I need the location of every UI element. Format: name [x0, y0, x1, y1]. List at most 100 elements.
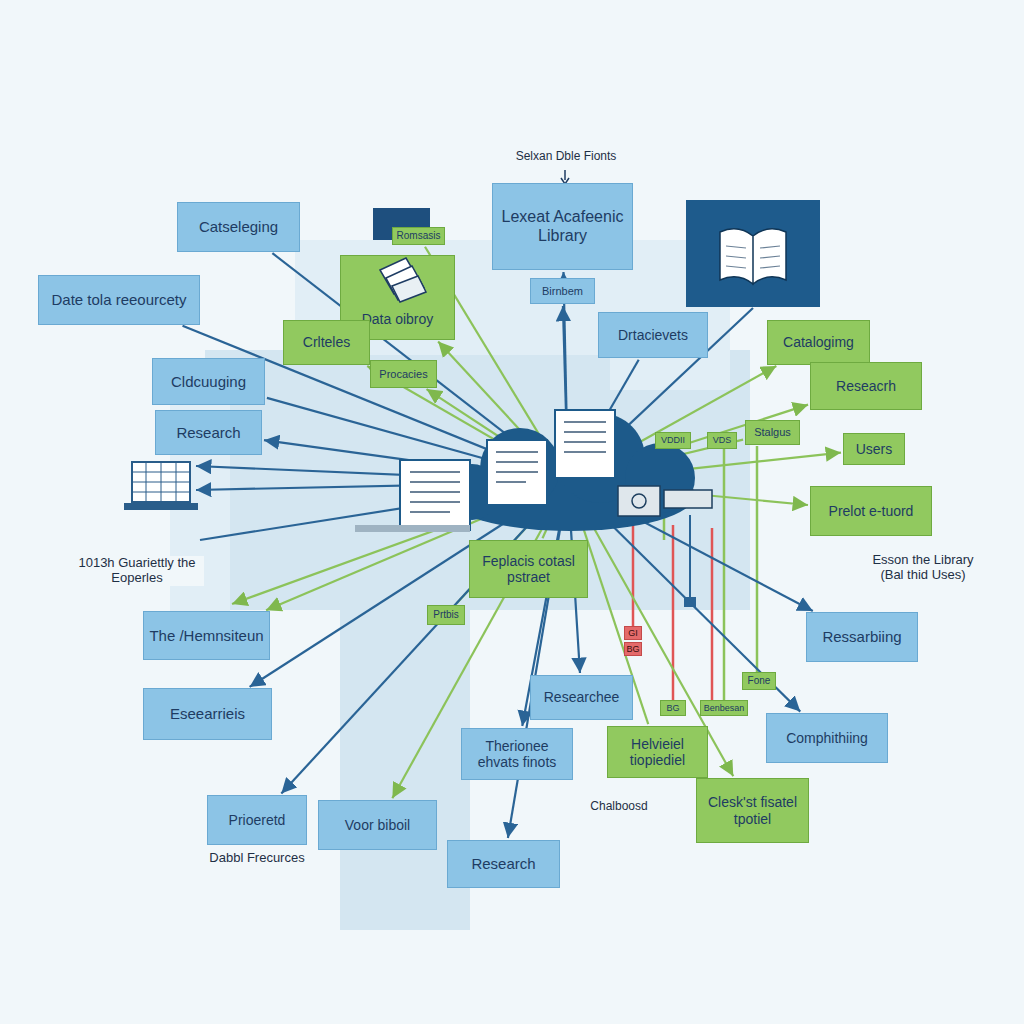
box-label: Users	[856, 441, 893, 457]
red-wire	[632, 525, 635, 626]
box-label: Voor biboil	[345, 817, 410, 833]
box-label: Crlteles	[303, 334, 350, 350]
book-tile	[686, 200, 820, 307]
open-book	[720, 229, 786, 284]
free-label: Selxan Dble Fionts	[506, 150, 626, 164]
box-label: Catalogimg	[783, 334, 854, 350]
box-label: Date tola reeourcety	[51, 291, 186, 308]
alert-tag: BG	[624, 642, 642, 656]
spoke-line	[272, 253, 534, 456]
box-label: Eseearrieis	[170, 705, 245, 722]
box-label: Catseleging	[199, 218, 278, 235]
server-icon	[555, 410, 615, 478]
spoke-line	[267, 398, 504, 464]
topic-box: Cldcuuging	[152, 358, 265, 405]
topic-tag: Users	[843, 433, 905, 465]
box-label: VDDII	[661, 435, 685, 445]
topic-box: Lexeat Acafeenic Library	[492, 183, 633, 270]
free-label: Chalboosd	[583, 800, 655, 814]
free-label: Esson the Library (Bal thid Uses)	[858, 553, 988, 583]
box-label: Procacies	[379, 368, 427, 381]
laptop-base	[124, 503, 198, 510]
red-wire	[711, 528, 714, 700]
box-label: Ressarbiing	[822, 628, 901, 645]
green-wire	[723, 449, 726, 700]
topic-tag: Feplacis cotasl pstraet	[469, 540, 588, 598]
box-label: Lexeat Acafeenic Library	[497, 208, 628, 245]
topic-tag: Clesk'st fisatel tpotiel	[696, 778, 809, 843]
document-lines	[410, 472, 460, 512]
device-icon	[664, 490, 712, 508]
box-label: Prioeretd	[229, 812, 286, 828]
book-lines	[726, 246, 780, 268]
base-bar	[355, 525, 470, 532]
box-label: BG	[626, 644, 639, 654]
box-label: Romsasis	[397, 230, 441, 242]
topic-box: The /Hemnsiteun	[143, 611, 270, 660]
topic-tag: Stalgus	[745, 420, 800, 445]
pointer-arrow	[564, 170, 566, 180]
box-label: Stalgus	[754, 426, 791, 439]
topic-box: Catseleging	[177, 202, 300, 252]
topic-tag: Prelot e-tuord	[810, 486, 932, 536]
topic-box: Prioeretd	[207, 795, 307, 845]
topic-tag: Helvieiel tiopiediel	[607, 726, 708, 778]
cloud-shape	[480, 428, 560, 508]
paper-stack-icon	[392, 276, 426, 302]
box-label: Therionee ehvats finots	[466, 738, 568, 770]
box-label: Feplacis cotasl pstraet	[474, 553, 583, 585]
box-label: Research	[176, 424, 240, 441]
topic-box: Researchee	[530, 675, 633, 720]
laptop-grid	[132, 462, 190, 502]
box-label: Cldcuuging	[171, 373, 246, 390]
topic-box: Birnbem	[530, 278, 595, 304]
box-label: GI	[628, 628, 638, 638]
box-label: VDS	[713, 435, 732, 445]
topic-box: Ressarbiing	[806, 612, 918, 662]
topic-tag: BG	[660, 700, 686, 716]
topic-box: Voor biboil	[318, 800, 437, 850]
box-label: Clesk'st fisatel tpotiel	[701, 794, 804, 826]
box-label: Prtbis	[433, 609, 459, 621]
green-wire	[756, 446, 759, 672]
document-lines	[496, 452, 538, 482]
paper-stack-icon	[380, 258, 420, 294]
document-lines	[564, 422, 606, 452]
topic-tag: Reseacrh	[810, 362, 922, 410]
box-label: Researchee	[544, 689, 620, 705]
topic-tag: Crlteles	[283, 320, 370, 365]
document-icon	[487, 440, 547, 505]
box-label: Reseacrh	[836, 378, 896, 394]
device-knob	[632, 494, 646, 508]
free-label: 1013h Guariettly the Eoperles	[70, 556, 204, 586]
device-icon	[618, 486, 660, 516]
topic-tag: Fone	[742, 672, 776, 690]
box-label: Data oibroy	[362, 311, 434, 327]
box-label: Comphithiing	[786, 730, 868, 746]
red-wire	[672, 525, 675, 700]
topic-tag: Procacies	[370, 360, 437, 388]
paper-stack-icon	[386, 266, 424, 300]
topic-box: Date tola reeourcety	[38, 275, 200, 325]
topic-tag: VDDII	[655, 432, 691, 449]
box-label: Research	[471, 855, 535, 872]
topic-box: Therionee ehvats finots	[461, 728, 573, 780]
topic-tag: Romsasis	[392, 227, 445, 245]
document-icon	[400, 460, 470, 530]
alert-tag: GI	[624, 626, 642, 640]
topic-tag: Prtbis	[427, 605, 465, 625]
box-label: Fone	[748, 675, 771, 687]
box-label: The /Hemnsiteun	[149, 627, 263, 644]
box-label: Drtacievets	[618, 327, 688, 343]
spoke-line	[583, 510, 733, 777]
topic-tag: Benbesan	[700, 700, 748, 716]
topic-tag: Catalogimg	[767, 320, 870, 365]
laptop-screen	[132, 462, 190, 502]
topic-box: Eseearrieis	[143, 688, 272, 740]
box-label: Benbesan	[704, 703, 745, 713]
blue-wire	[689, 515, 691, 598]
box-label: Prelot e-tuord	[829, 503, 914, 519]
free-label: Dabbl Frecurces	[200, 851, 314, 866]
topic-tag: VDS	[707, 432, 737, 449]
topic-box: Drtacievets	[598, 312, 708, 358]
